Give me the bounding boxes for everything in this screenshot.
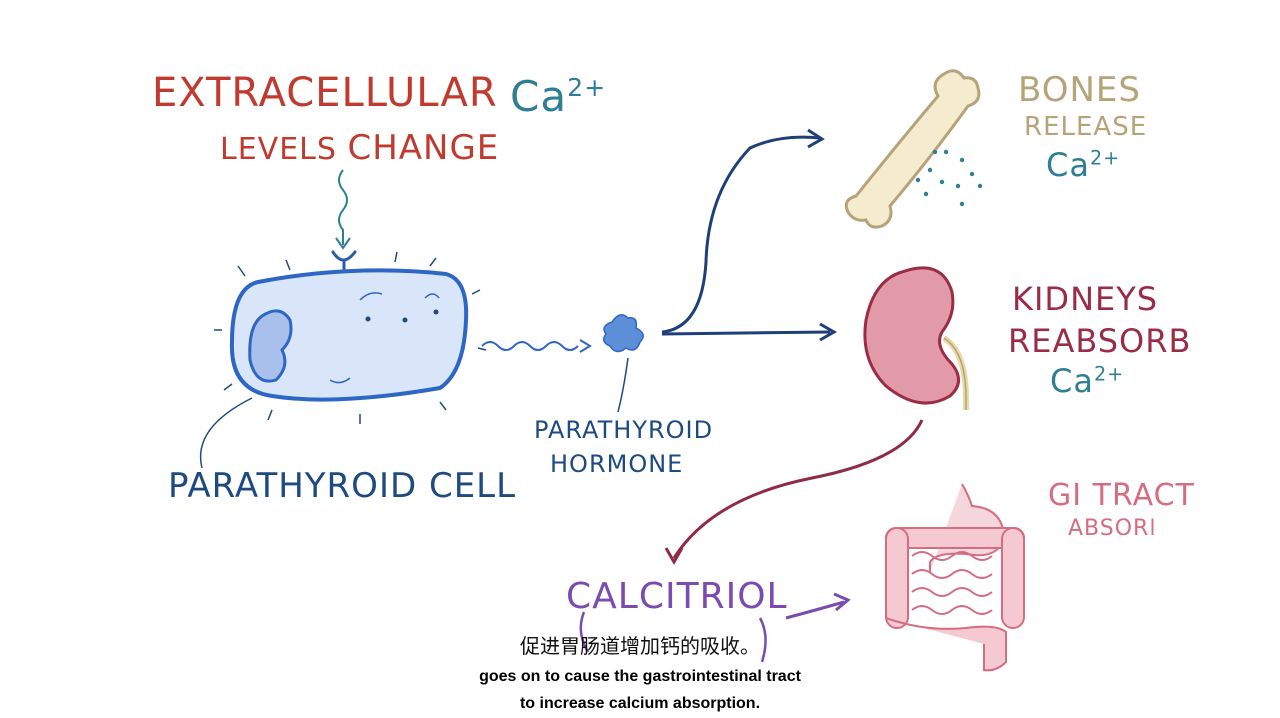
receptor-icon [331,250,357,274]
bone-icon [844,69,981,229]
bones-ion: Ca2+ [1046,146,1120,184]
bones-title: Bones [1018,70,1141,110]
title-ion: Ca2+ [510,72,606,121]
arrow-to-gi [785,600,845,620]
hormone-molecule-icon [603,314,644,353]
cell-label: Parathyroid Cell [168,466,517,506]
title-ion-charge: 2+ [567,73,607,102]
parathyroid-cell-icon [214,251,487,424]
subtitle-english-line2: to increase calcium absorption. [519,695,761,712]
gi-action: Absorb [1068,516,1166,541]
kidneys-ion-charge: 2+ [1093,362,1125,386]
title-levels: Levels [220,132,337,167]
title-line2: Levels Change [220,128,499,168]
signal-arrowhead [335,237,351,250]
subtitle-english-line1: goes on to cause the gastrointestinal tr… [479,668,801,685]
bones-action: Release [1024,112,1148,142]
kidneys-title: Kidneys [1012,280,1159,318]
gi-tract-icon [885,483,1025,672]
hormone-squiggle [481,341,579,351]
gi-title: GI Tract [1048,478,1195,513]
subtitle-chinese: 促进胃肠道增加钙的吸收。 [520,634,760,658]
title-extracellular: Extracellular [152,70,498,116]
arrow-to-kidneys [661,330,831,336]
hormone-label-line1: Parathyroid [534,416,714,444]
calcitriol-bracket [579,611,767,663]
arrow-to-calcitriol [672,419,924,559]
bones-ion-symbol: Ca [1046,146,1090,184]
calcium-dots [915,149,983,207]
kidneys-action: Reabsorb [1008,322,1192,360]
kidneys-ion: Ca2+ [1050,362,1124,400]
signal-squiggle [338,169,348,245]
title-ion-symbol: Ca [510,72,568,121]
bones-ion-charge: 2+ [1089,146,1121,170]
arrow-to-bones [661,135,821,334]
cell-label-leader [199,397,253,469]
hormone-squiggle-arrowhead [579,339,592,353]
title-change: Change [347,128,500,168]
hormone-label-line2: Hormone [550,450,684,478]
hormone-label-leader [617,357,629,413]
kidney-icon [863,266,969,410]
kidneys-ion-symbol: Ca [1050,362,1094,400]
calcitriol-label: Calcitriol [566,576,788,617]
